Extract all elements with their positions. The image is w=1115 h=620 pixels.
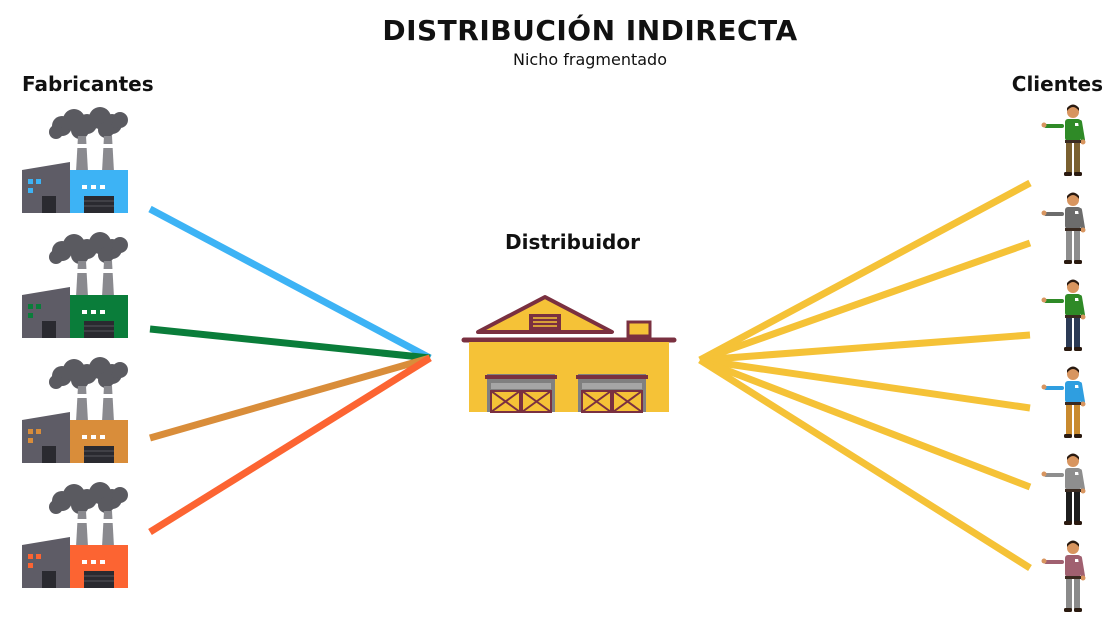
person-green-shirt-dark-pants-icon — [1041, 279, 1086, 351]
factory-blue-icon — [22, 107, 128, 213]
manufacturer-line — [148, 355, 432, 535]
page-subtitle: Nicho fragmentado — [513, 50, 667, 69]
warehouse-icon — [461, 295, 677, 413]
client-line — [698, 239, 1032, 364]
factory-orange-icon — [22, 482, 128, 588]
manufacturer-line — [148, 205, 432, 362]
manufacturer-line — [149, 325, 431, 362]
client-lines — [698, 179, 1032, 571]
manufacturers-label: Fabricantes — [22, 72, 154, 96]
page-title: DISTRIBUCIÓN INDIRECTA — [382, 14, 798, 47]
manufacturers-column — [22, 107, 128, 588]
factory-tan-icon — [22, 357, 128, 463]
clients-column — [1041, 104, 1086, 612]
factory-green-icon — [22, 232, 128, 338]
manufacturer-lines — [148, 205, 432, 535]
distributor-label: Distribuidor — [505, 230, 640, 254]
client-line — [699, 356, 1031, 412]
person-gray-shirt-icon — [1041, 192, 1086, 264]
client-line — [698, 179, 1032, 364]
person-gray-shirt-black-pants-icon — [1041, 453, 1086, 525]
client-line — [698, 356, 1032, 491]
person-blue-shirt-icon — [1041, 366, 1086, 438]
manufacturer-line — [149, 354, 431, 442]
person-green-shirt-icon — [1041, 104, 1086, 176]
person-mauve-shirt-icon — [1041, 540, 1086, 612]
client-line — [699, 331, 1031, 364]
clients-label: Clientes — [1011, 72, 1103, 96]
client-line — [698, 357, 1032, 571]
